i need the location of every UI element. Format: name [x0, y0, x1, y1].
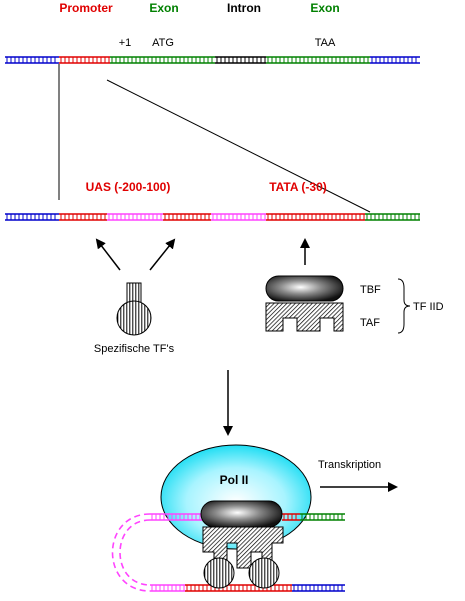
exon-header-1: Exon	[149, 1, 178, 15]
taf-icon	[265, 302, 344, 332]
gene-dna-strand	[5, 56, 420, 64]
tbf-icon	[265, 275, 344, 302]
dna-flank-right	[370, 56, 420, 64]
dna-promoter	[59, 56, 110, 64]
dna2-uas-2	[163, 213, 211, 221]
tata-label: TATA (-30)	[269, 180, 327, 194]
dna-loop-2	[119, 519, 151, 586]
bound-specific-tf-right	[248, 557, 280, 589]
dna3-exon	[300, 513, 345, 521]
taf-label: TAF	[360, 317, 380, 329]
tfiid-label: TF IID	[413, 301, 444, 313]
taa-label: TAA	[315, 37, 336, 49]
dna3-flank	[292, 584, 345, 592]
specific-tfs-label: Spezifische TF's	[94, 343, 175, 355]
atg-label: ATG	[152, 37, 174, 49]
dna2-flank	[5, 213, 59, 221]
exon-header-2: Exon	[310, 1, 339, 15]
tbf-label: TBF	[360, 284, 381, 296]
dna-exon-1	[110, 56, 215, 64]
bound-specific-tf-left	[203, 557, 235, 589]
bound-tbf-icon	[200, 500, 283, 528]
zoom-line-right	[106, 79, 371, 213]
dna-loop-1	[111, 513, 151, 592]
dna-intron	[215, 56, 266, 64]
dna3-spacer-bottom	[150, 584, 185, 592]
arrow-to-uas-left	[95, 238, 121, 271]
dna2-exon	[365, 213, 420, 221]
dna2-spacer-1	[107, 213, 163, 221]
arrow-to-uas-right	[149, 238, 176, 271]
dna-exon-2	[266, 56, 370, 64]
tfiid-brace	[397, 278, 411, 334]
dna3-uas	[185, 584, 292, 592]
specific-tf-icon	[116, 282, 152, 336]
promoter-dna-strand	[5, 213, 420, 221]
intron-header: Intron	[227, 1, 261, 15]
transcription-label: Transkription	[318, 459, 381, 471]
looped-dna-strand	[111, 513, 345, 592]
uas-label: UAS (-200-100)	[86, 180, 171, 194]
plus-one-label: +1	[119, 37, 132, 49]
dna2-spacer-2	[211, 213, 266, 221]
dna2-uas-1	[59, 213, 107, 221]
promoter-header: Promoter	[59, 1, 113, 15]
dna-flank-left	[5, 56, 59, 64]
dna2-tata	[266, 213, 365, 221]
dna3-tata	[282, 513, 300, 521]
pol2-label: Pol II	[220, 473, 249, 487]
